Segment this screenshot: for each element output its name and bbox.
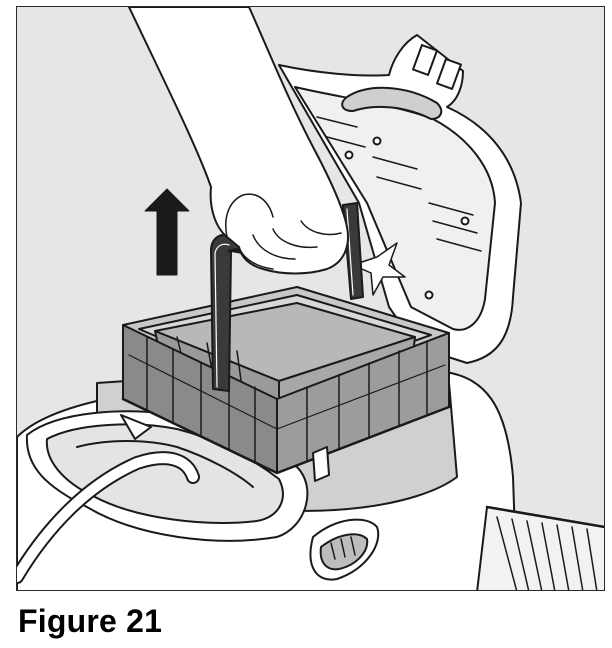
figure-drawing	[17, 7, 604, 590]
robot-handle	[25, 410, 309, 542]
robot-lid	[278, 34, 522, 364]
brush-roller	[476, 505, 604, 590]
figure-illustration	[16, 6, 605, 591]
lift-arrow-up-icon	[144, 188, 190, 276]
hand-illustration	[128, 7, 349, 275]
figure-caption: Figure 21	[18, 603, 163, 639]
vent-grille	[309, 518, 380, 581]
